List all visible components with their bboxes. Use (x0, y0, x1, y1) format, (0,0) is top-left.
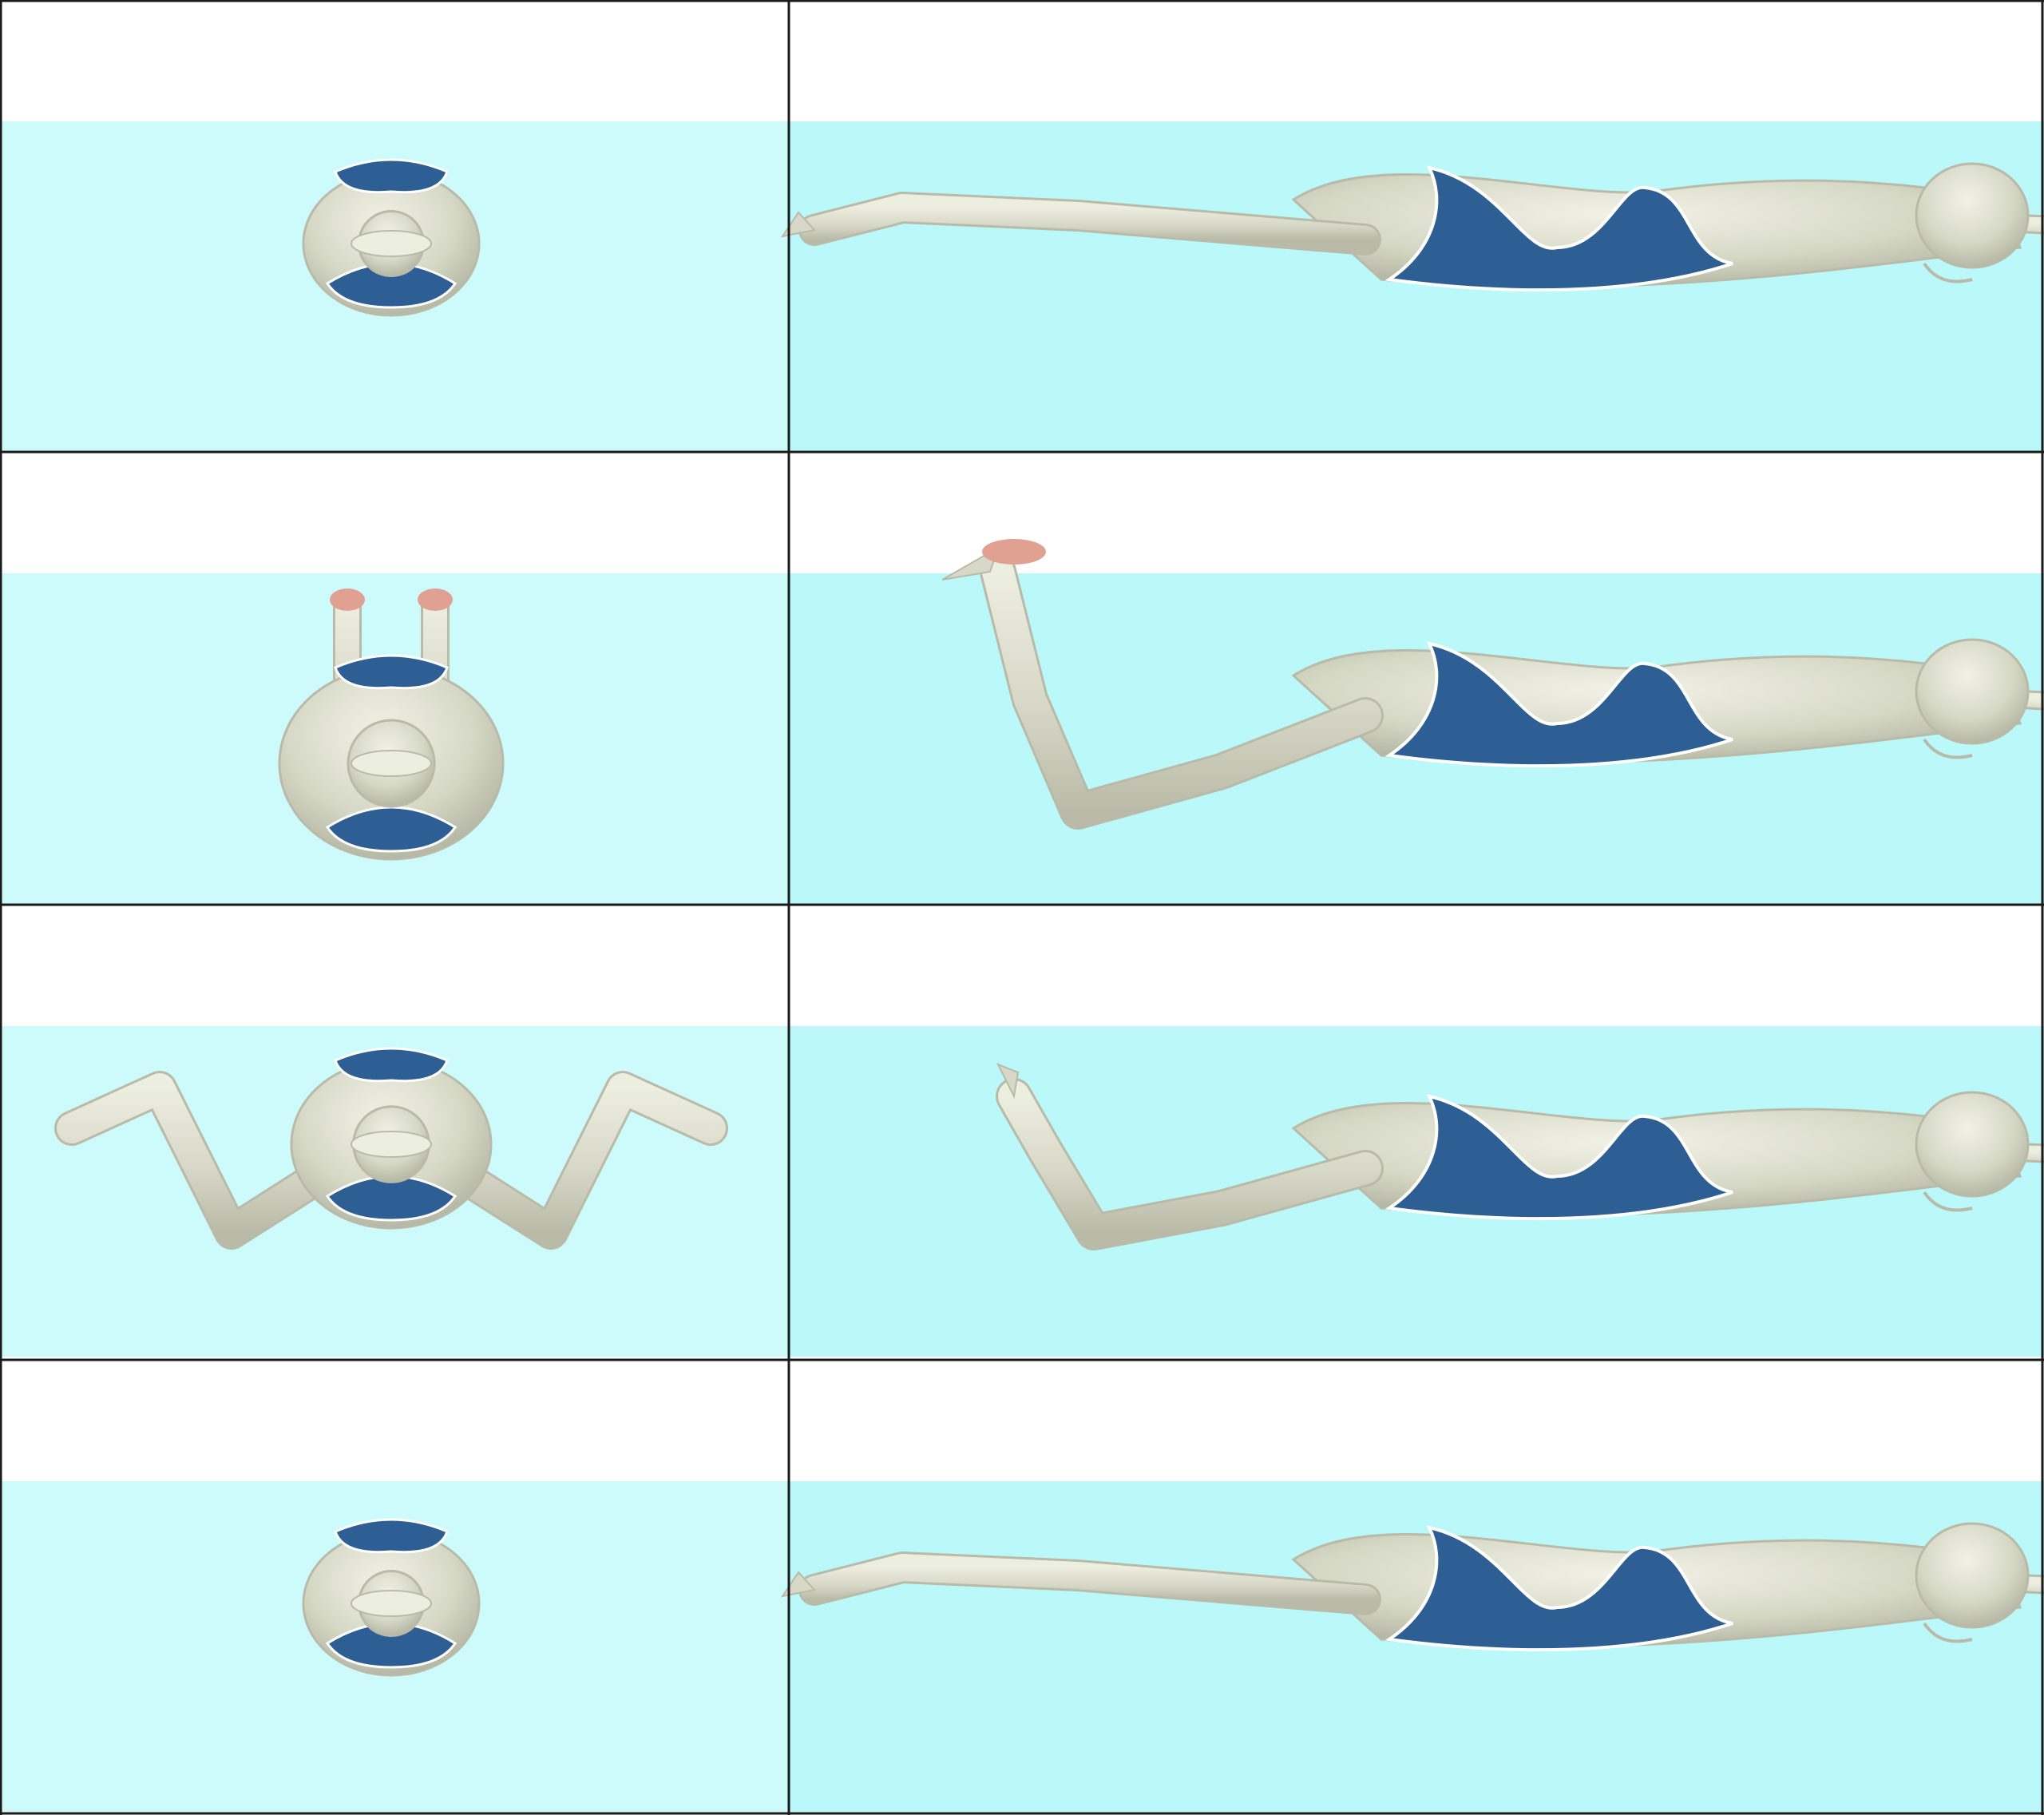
feet-turned-out-side-icon (996, 1063, 2044, 1250)
streamline-front-icon (302, 158, 481, 317)
water-side (789, 1481, 2044, 1812)
side-view-cell (780, 0, 2044, 452)
side-view-cell (780, 1360, 2044, 1812)
feet-turned-out-front-icon (54, 1047, 728, 1250)
legs-turned-out (998, 1080, 1381, 1248)
swimsuit (1384, 165, 1733, 292)
front-view-cell (0, 1360, 789, 1812)
side-view-cell (789, 452, 2044, 904)
streamline-side-icon (780, 162, 2044, 292)
phase-row (0, 1360, 2044, 1812)
front-view-cell (0, 0, 789, 452)
leg-left (57, 1073, 335, 1247)
legs-straight (801, 194, 1379, 253)
swimsuit (1384, 1525, 1733, 1652)
head (1915, 1091, 2030, 1198)
knees-bent-side-icon (941, 539, 2044, 830)
front-view-cell (0, 905, 789, 1357)
knees-bent-front-icon (278, 588, 505, 861)
phase-row (0, 0, 2044, 452)
streamline-front-icon (302, 1518, 481, 1677)
legs-bent (982, 556, 1381, 827)
streamline-side-icon (780, 1522, 2044, 1652)
swimsuit (1384, 1094, 1733, 1221)
phase-row (0, 452, 2044, 904)
head (1915, 638, 2030, 745)
water-side (789, 121, 2044, 452)
head (1915, 162, 2030, 269)
legs-straight (801, 1554, 1379, 1613)
front-view-cell (0, 452, 789, 904)
head (1915, 1522, 2030, 1629)
phase-row (0, 905, 2044, 1357)
side-view-cell (789, 905, 2044, 1357)
leg-right (448, 1073, 726, 1247)
swimsuit (1384, 641, 1733, 768)
